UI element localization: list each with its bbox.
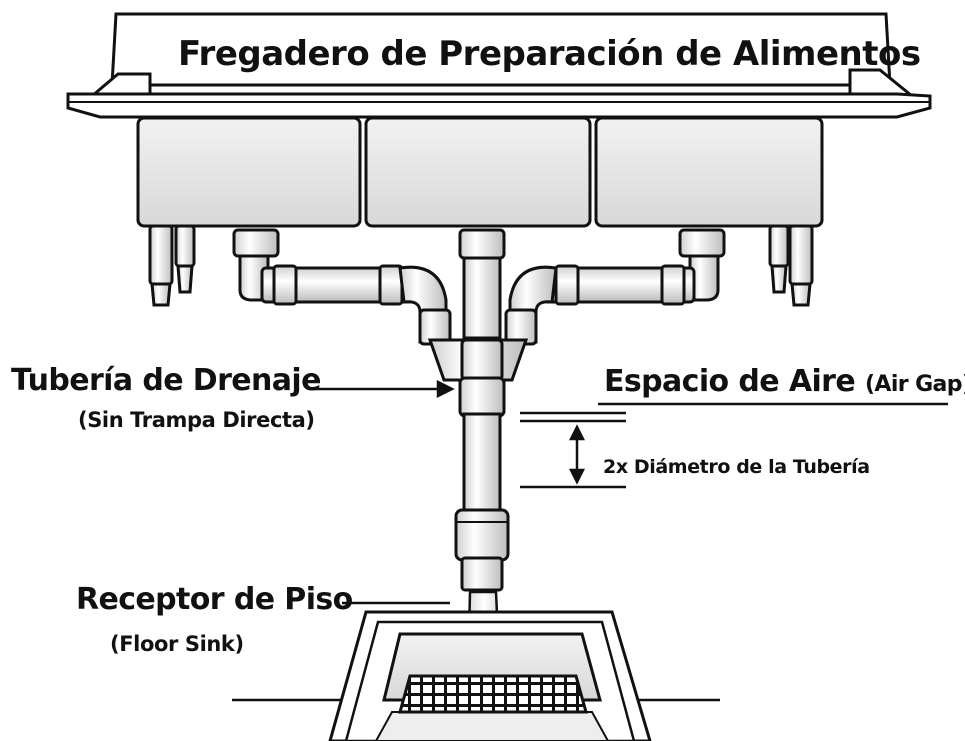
air-gap-label: Espacio de Aire (Air Gap) (604, 364, 965, 399)
floor-receptor-label: Receptor de Piso (76, 582, 353, 617)
arrow-right-icon (436, 379, 455, 399)
drain-pipe-note: (Sin Trampa Directa) (78, 408, 315, 432)
sink-legs (148, 224, 814, 307)
drain-pipe-label: Tubería de Drenaje (11, 363, 321, 398)
sink-body (66, 12, 932, 119)
gap-measure-label: 2x Diámetro de la Tubería (603, 456, 870, 478)
page-title: Fregadero de Preparación de Alimentos (178, 34, 921, 74)
basin-right (594, 116, 824, 228)
double-headed-arrow-icon (568, 424, 586, 485)
basin-middle (364, 116, 592, 228)
floor-receptor-note: (Floor Sink) (110, 632, 244, 656)
sink-basins (136, 116, 824, 228)
floor-sink (232, 610, 720, 741)
basin-left (136, 116, 362, 228)
annotation-lines (310, 379, 948, 605)
air-gap-label-en: (Air Gap) (864, 372, 965, 397)
air-gap-label-es: Espacio de Aire (604, 364, 856, 399)
drain-piping (232, 228, 726, 592)
